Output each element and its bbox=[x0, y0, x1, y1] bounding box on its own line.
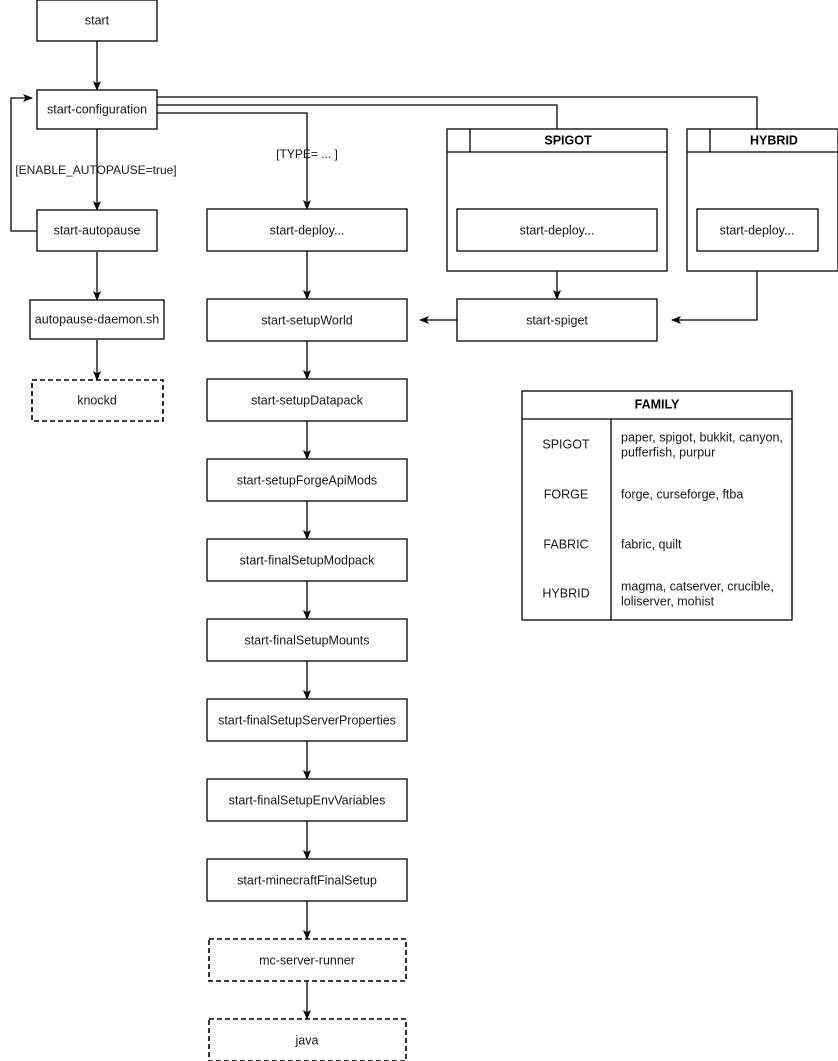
node-start-autopause[interactable]: start-autopause bbox=[36, 209, 158, 252]
edge-label-type: [TYPE= ... ] bbox=[276, 147, 338, 161]
node-start-deploy-hybrid-label: start-deploy... bbox=[720, 223, 795, 237]
legend-row-key: FABRIC bbox=[543, 537, 588, 551]
node-start-deploy-main-label: start-deploy... bbox=[270, 223, 345, 237]
legend-row-key: SPIGOT bbox=[542, 437, 590, 451]
legend-row-value-line2: pufferfish, purpur bbox=[621, 445, 715, 459]
edge-start-deploy-hybrid-to-start-spiget bbox=[671, 251, 758, 324]
node-start-setupdatapack[interactable]: start-setupDatapack bbox=[206, 378, 408, 422]
node-start-deploy-spigot[interactable]: start-deploy... bbox=[456, 208, 658, 252]
node-start-deploy-main[interactable]: start-deploy... bbox=[206, 208, 408, 252]
edge-label-enable-autopause: [ENABLE_AUTOPAUSE=true] bbox=[15, 163, 176, 177]
node-start-finalsetupmodpack-label: start-finalSetupModpack bbox=[240, 553, 376, 567]
node-knockd-label: knockd bbox=[77, 393, 117, 407]
legend-row: FORGE forge, curseforge, ftba bbox=[544, 487, 744, 501]
node-start-setupforgeapimods[interactable]: start-setupForgeApiMods bbox=[206, 458, 408, 502]
node-start-spiget[interactable]: start-spiget bbox=[456, 298, 658, 342]
node-start-setupworld-label: start-setupWorld bbox=[261, 313, 353, 327]
node-start-finalsetupmounts[interactable]: start-finalSetupMounts bbox=[206, 618, 408, 662]
legend-row-value-line1: forge, curseforge, ftba bbox=[621, 487, 743, 501]
node-mc-server-runner-label: mc-server-runner bbox=[259, 953, 355, 967]
legend-row-key: FORGE bbox=[544, 487, 588, 501]
node-java[interactable]: java bbox=[208, 1018, 407, 1061]
node-knockd[interactable]: knockd bbox=[31, 379, 164, 422]
node-start-deploy-spigot-label: start-deploy... bbox=[520, 223, 595, 237]
legend-row: FABRIC fabric, quilt bbox=[543, 537, 682, 551]
node-start-spiget-label: start-spiget bbox=[526, 313, 588, 327]
node-start-minecraftfinalsetup[interactable]: start-minecraftFinalSetup bbox=[206, 858, 408, 902]
node-start-configuration[interactable]: start-configuration bbox=[36, 89, 158, 130]
node-start-finalsetupserverproperties[interactable]: start-finalSetupServerProperties bbox=[206, 698, 408, 742]
legend-row: HYBRID magma, catserver, crucible, lolis… bbox=[542, 579, 773, 608]
node-start-label: start bbox=[85, 13, 110, 27]
node-start-finalsetupenvvariables-label: start-finalSetupEnvVariables bbox=[229, 793, 386, 807]
node-start-finalsetupmounts-label: start-finalSetupMounts bbox=[244, 633, 369, 647]
node-java-label: java bbox=[295, 1033, 319, 1047]
container-spigot-title: SPIGOT bbox=[544, 133, 592, 147]
node-start-finalsetupenvvariables[interactable]: start-finalSetupEnvVariables bbox=[206, 778, 408, 822]
legend-row-value-line1: magma, catserver, crucible, bbox=[621, 579, 774, 593]
node-start-setupdatapack-label: start-setupDatapack bbox=[251, 393, 364, 407]
node-start-finalsetupserverproperties-label: start-finalSetupServerProperties bbox=[218, 713, 396, 727]
container-hybrid-title: HYBRID bbox=[750, 133, 798, 147]
node-start-minecraftfinalsetup-label: start-minecraftFinalSetup bbox=[237, 873, 377, 887]
edge-start-configuration-to-start-deploy-main bbox=[157, 112, 311, 210]
node-mc-server-runner[interactable]: mc-server-runner bbox=[208, 938, 407, 982]
edge-start-autopause-loop-to-start-configuration bbox=[10, 94, 37, 232]
node-start-autopause-label: start-autopause bbox=[54, 223, 141, 237]
legend-title: FAMILY bbox=[635, 397, 680, 411]
node-start-setupforgeapimods-label: start-setupForgeApiMods bbox=[237, 473, 377, 487]
family-legend-table: FAMILY SPIGOT paper, spigot, bukkit, can… bbox=[521, 390, 793, 621]
node-start-deploy-hybrid[interactable]: start-deploy... bbox=[696, 208, 819, 252]
node-autopause-daemon-label: autopause-daemon.sh bbox=[35, 312, 159, 326]
legend-row-value-line2: loliserver, mohist bbox=[621, 594, 715, 608]
node-start[interactable]: start bbox=[36, 0, 158, 42]
legend-row-value-line1: fabric, quilt bbox=[621, 537, 682, 551]
node-autopause-daemon[interactable]: autopause-daemon.sh bbox=[29, 299, 165, 340]
legend-row-key: HYBRID bbox=[542, 586, 589, 600]
node-start-configuration-label: start-configuration bbox=[47, 102, 147, 116]
legend-row-value-line1: paper, spigot, bukkit, canyon, bbox=[621, 430, 783, 444]
legend-row: SPIGOT paper, spigot, bukkit, canyon, pu… bbox=[542, 430, 783, 459]
node-start-finalsetupmodpack[interactable]: start-finalSetupModpack bbox=[206, 538, 408, 582]
node-start-setupworld[interactable]: start-setupWorld bbox=[206, 298, 408, 342]
